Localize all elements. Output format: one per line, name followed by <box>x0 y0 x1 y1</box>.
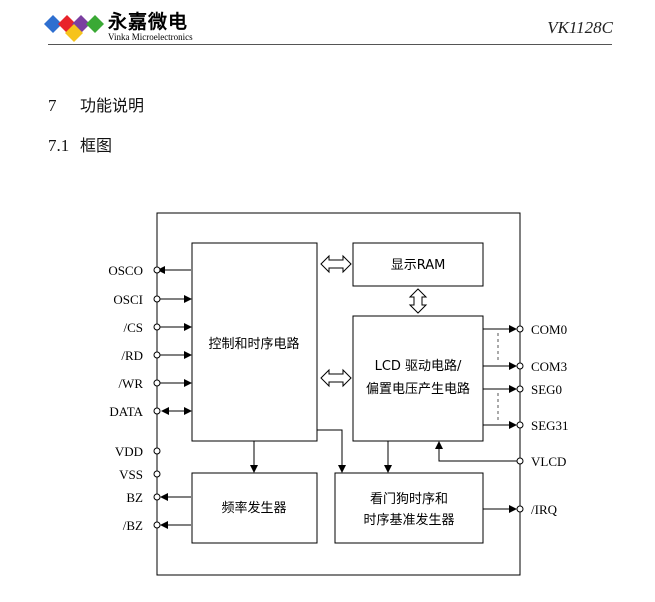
section-7-1-number: 7.1 <box>48 136 70 155</box>
bus-arrow-ram-lcd <box>408 288 428 314</box>
section-7-number: 7 <box>48 96 57 115</box>
pin-label-rd: /RD <box>121 348 143 363</box>
chip-outline <box>156 212 521 576</box>
arrow-control-to-watchdog <box>317 429 346 473</box>
watchdog-block <box>334 472 484 544</box>
pin-irq <box>516 505 524 513</box>
pin-vdd <box>153 447 161 455</box>
pin-osco <box>153 266 161 274</box>
ram-block <box>352 242 484 287</box>
watchdog-label-2: 时序基准发生器 <box>363 512 454 528</box>
lcd-driver-label-2: 偏置电压产生电路 <box>366 381 470 397</box>
pin-osci <box>153 295 161 303</box>
pin-cs <box>153 323 161 331</box>
pin-seg31 <box>516 421 524 429</box>
section-7-1-heading: 7.1 框图 <box>48 132 112 156</box>
frequency-generator-label: 频率发生器 <box>221 500 286 516</box>
lcd-driver-block <box>352 315 484 442</box>
pin-label-vss: VSS <box>119 467 143 482</box>
pin-com3 <box>516 362 524 370</box>
bus-arrow-control-lcd <box>320 368 352 388</box>
pin-wr <box>153 379 161 387</box>
pin-rd <box>153 351 161 359</box>
pin-vlcd <box>516 457 524 465</box>
header-divider <box>48 44 612 45</box>
model-number: VK1128C <box>547 18 613 37</box>
pin-label-seg0: SEG0 <box>531 382 562 397</box>
pin-label-seg31: SEG31 <box>531 418 569 433</box>
pin-label-data: DATA <box>109 404 143 419</box>
arrow-vlcd-to-lcd <box>435 441 520 462</box>
pin-label-vlcd: VLCD <box>531 454 566 469</box>
pin-label-osci: OSCI <box>113 292 143 307</box>
control-block-label: 控制和时序电路 <box>208 336 299 352</box>
vinka-logo-icon <box>44 15 104 42</box>
section-7-heading: 7 功能说明 <box>48 92 144 116</box>
pin-seg0 <box>516 385 524 393</box>
pin-data <box>153 407 161 415</box>
pin-nbz <box>153 521 161 529</box>
pin-label-irq: /IRQ <box>531 502 558 517</box>
pin-com0 <box>516 325 524 333</box>
pin-label-cs: /CS <box>123 320 143 335</box>
pin-bz <box>153 493 161 501</box>
ram-block-label: 显示RAM <box>391 258 446 273</box>
lcd-driver-label-1: LCD 驱动电路/ <box>375 358 462 374</box>
pin-label-com0: COM0 <box>531 322 567 337</box>
watchdog-label-1: 看门狗时序和 <box>370 491 448 507</box>
pin-label-osco: OSCO <box>108 263 143 278</box>
bus-arrow-control-ram <box>320 254 352 274</box>
data-return-arrowhead <box>161 407 169 415</box>
pin-label-wr: /WR <box>118 376 143 391</box>
pin-label-com3: COM3 <box>531 359 567 374</box>
pin-label-nbz: /BZ <box>123 518 143 533</box>
page-header: 永嘉微电 Vinka Microelectronics VK1128C <box>0 0 655 50</box>
brand-name-en: Vinka Microelectronics <box>108 32 193 42</box>
pin-label-vdd: VDD <box>115 444 143 459</box>
pin-label-bz: BZ <box>126 490 143 505</box>
pin-vss <box>153 470 161 478</box>
frequency-generator-block <box>191 472 318 544</box>
section-7-title: 功能说明 <box>80 96 145 115</box>
brand-name-cn: 永嘉微电 <box>108 11 189 33</box>
section-7-1-title: 框图 <box>80 136 113 155</box>
